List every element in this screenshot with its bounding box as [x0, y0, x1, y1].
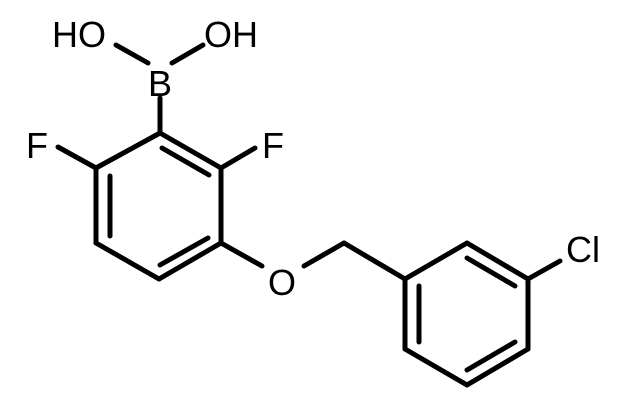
- bond-ringA-c1-c2: [157, 130, 224, 171]
- bond-ringB-inner-1: [464, 255, 518, 289]
- hydroxyl-left-label: HO: [52, 14, 106, 55]
- ring-b: [402, 240, 531, 388]
- bond-ringB-c2-c3: [464, 240, 531, 282]
- bond-ringA-c3-c4: [156, 240, 224, 282]
- ether-oxygen-label: O: [268, 262, 296, 303]
- bond-ringB-c1-c2: [402, 240, 470, 282]
- hydroxyl-right-label: OH: [204, 14, 258, 55]
- bond-c-fluorine-right: [218, 145, 258, 171]
- bond-c-fluorine-left: [55, 144, 99, 171]
- bond-ether-oxygen-ch2: [301, 240, 347, 269]
- bond-ringA-inner-2: [157, 235, 211, 268]
- fluorine-left-label: F: [26, 125, 48, 166]
- fluorine-right-label: F: [262, 125, 284, 166]
- bond-ringB-c4-c5: [464, 346, 531, 388]
- ring-a: [93, 130, 224, 282]
- chlorine-label: Cl: [566, 229, 600, 270]
- bond-ringA-c4-c5: [93, 240, 162, 282]
- bond-c-chlorine: [525, 258, 563, 282]
- bond-ringB-c5-c6: [402, 346, 470, 388]
- boron-label: B: [148, 63, 172, 104]
- bond-ch2-ring-b: [341, 240, 408, 282]
- bond-ringA-inner-1: [159, 145, 212, 178]
- bond-ringA-c6-c1: [93, 130, 163, 171]
- bond-boron-oh-right: [169, 42, 206, 66]
- bond-boron-oh-left: [113, 42, 151, 66]
- bond-ringB-inner-2: [464, 339, 518, 373]
- bond-c-ether-oxygen: [218, 240, 265, 269]
